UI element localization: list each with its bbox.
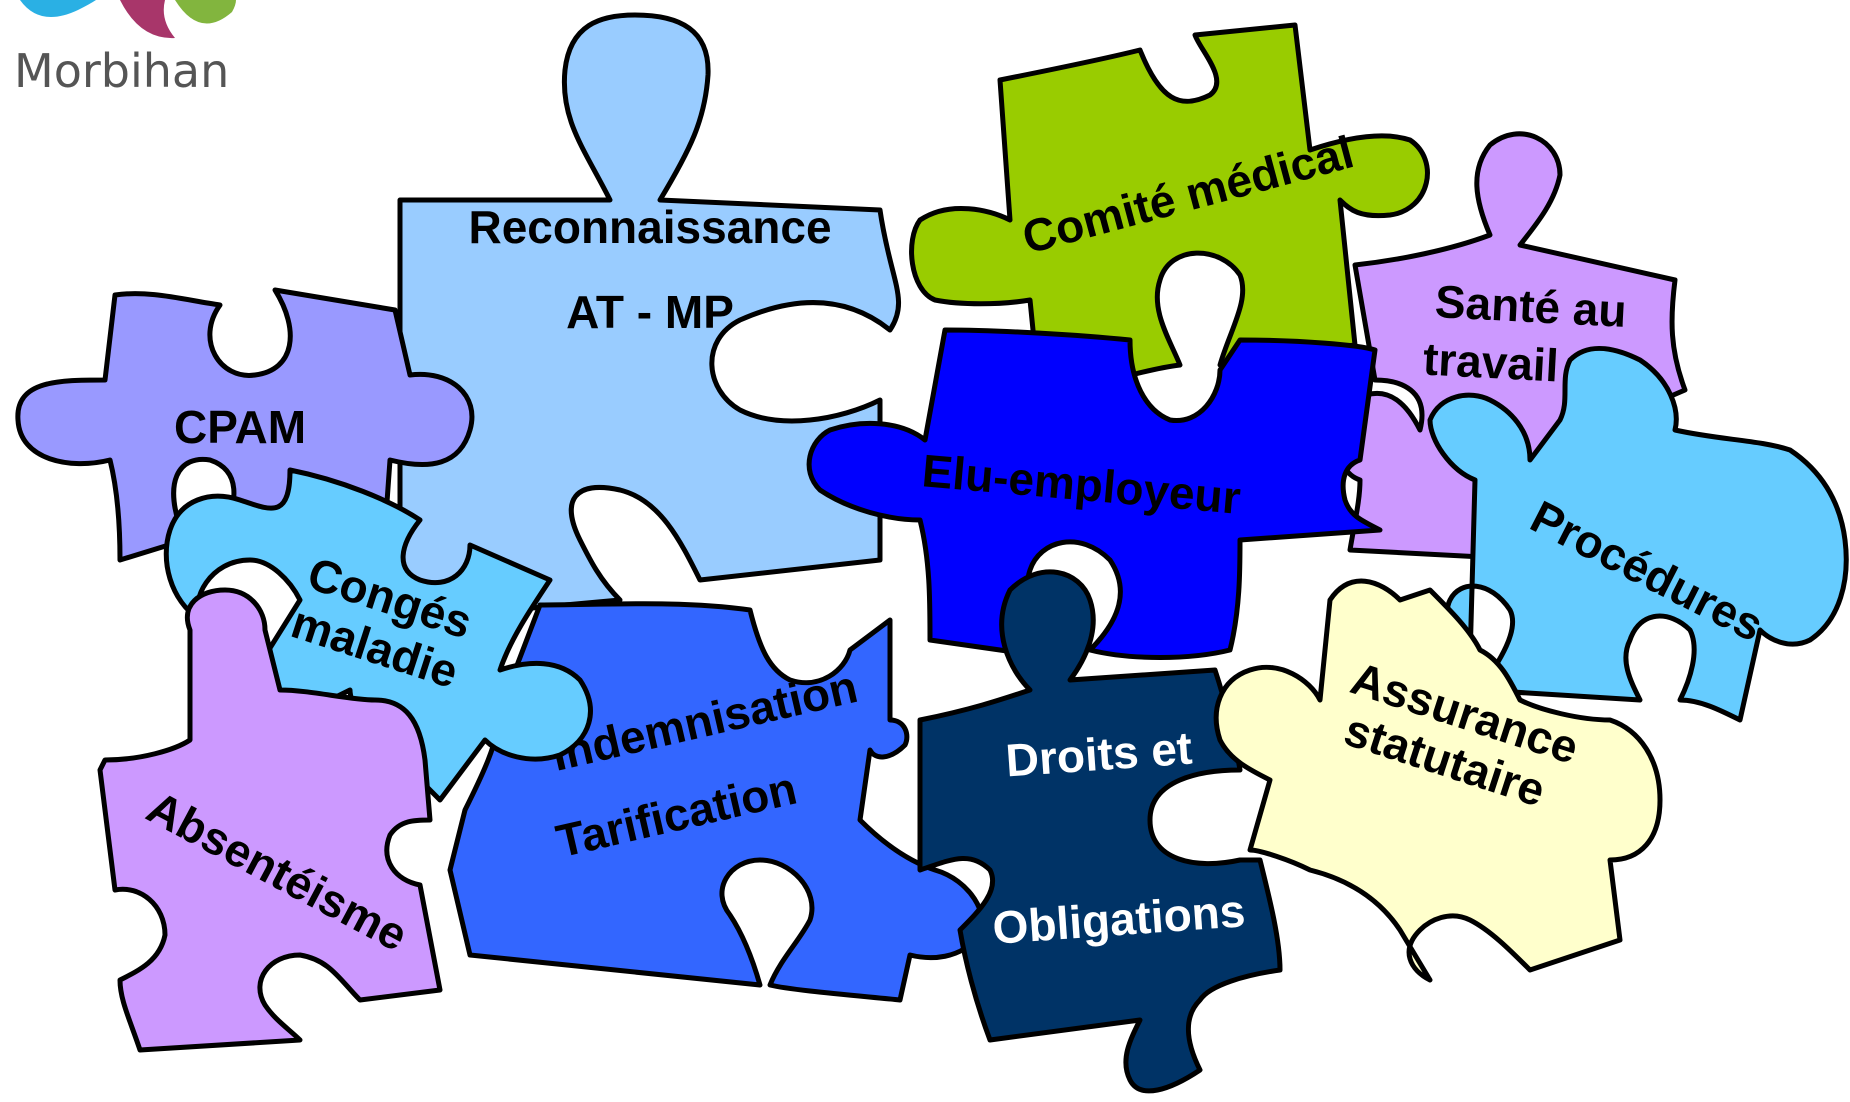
piece-label-droits-et: Droits et — [1004, 722, 1194, 787]
piece-droits-et-obligations: Droits et Obligations — [917, 569, 1283, 1094]
piece-comite-medical: Comité médical — [909, 22, 1430, 403]
piece-label-cpam: CPAM — [174, 401, 306, 453]
piece-shape-reconnaissance — [397, 12, 902, 623]
piece-shape-elu-employeur — [806, 327, 1383, 663]
logo-text: Morbihan — [14, 44, 229, 98]
piece-shape-assurance-statutaire — [1213, 578, 1663, 983]
piece-shape-droits-et-obligations — [917, 569, 1283, 1094]
piece-label-at-mp: AT - MP — [566, 286, 734, 338]
logo-swirl-blue — [20, 0, 96, 18]
piece-conges-maladie: Congés maladie — [163, 467, 593, 803]
piece-absenteisme: Absentéisme — [97, 587, 443, 1053]
piece-elu-employeur: Elu-employeur — [806, 327, 1383, 663]
piece-label-reconnaissance: Reconnaissance — [468, 201, 831, 253]
morbihan-logo: Morbihan — [14, 0, 236, 98]
piece-shape-comite-medical — [909, 22, 1430, 403]
piece-reconnaissance-at-mp: Reconnaissance AT - MP — [397, 12, 902, 623]
piece-label-travail: travail — [1422, 333, 1560, 392]
logo-swirl-green — [175, 0, 236, 24]
logo-swirl-magenta — [120, 0, 175, 39]
piece-label-sante-au: Santé au — [1434, 275, 1628, 337]
piece-assurance-statutaire: Assurance statutaire — [1213, 578, 1663, 983]
piece-shape-absenteisme — [97, 587, 443, 1053]
